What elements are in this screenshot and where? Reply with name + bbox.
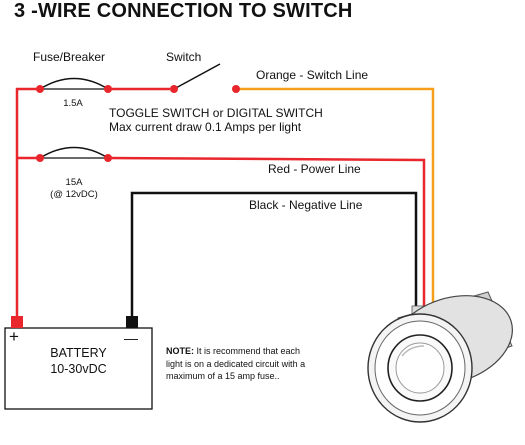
- orange-wire: [236, 87, 435, 310]
- underwater-light-fixture-icon: [367, 291, 513, 423]
- red-wire-power: [107, 156, 426, 310]
- black-wire: [130, 191, 418, 316]
- battery-icon: [4, 316, 153, 410]
- toggle-switch-current: Max current draw 0.1 Amps per light: [109, 120, 302, 134]
- note-text: NOTE: It is recommend that each light is…: [166, 345, 316, 383]
- fuse-2-icon: [36, 146, 112, 162]
- fuse-1-icon: [36, 77, 112, 93]
- toggle-switch-heading: TOGGLE SWITCH or DIGITAL SWITCH: [109, 106, 323, 120]
- fuse-2-voltage: (@ 12vDC): [50, 189, 98, 200]
- battery-minus-label: —: [124, 330, 138, 346]
- red-wire-main: [15, 87, 40, 316]
- orange-switch-line-label: Orange - Switch Line: [256, 68, 369, 82]
- switch-label: Switch: [166, 50, 202, 64]
- battery-name: BATTERY: [50, 346, 107, 360]
- battery-plus-label: +: [9, 327, 19, 346]
- note-bold: NOTE:: [166, 346, 194, 356]
- fuse-1-rating: 1.5A: [63, 98, 83, 109]
- fuse-2-rating: 15A: [65, 177, 83, 188]
- switch-icon: [170, 63, 240, 93]
- red-power-line-label: Red - Power Line: [268, 162, 361, 176]
- black-negative-line-label: Black - Negative Line: [249, 198, 363, 212]
- fuse-breaker-label: Fuse/Breaker: [33, 50, 106, 64]
- page-title: 3 -WIRE CONNECTION TO SWITCH: [14, 0, 353, 22]
- note-body: It is recommend that each light is on a …: [166, 346, 306, 382]
- battery-voltage: 10-30vDC: [50, 362, 107, 377]
- battery-label: BATTERY 10-30vDC: [5, 345, 152, 378]
